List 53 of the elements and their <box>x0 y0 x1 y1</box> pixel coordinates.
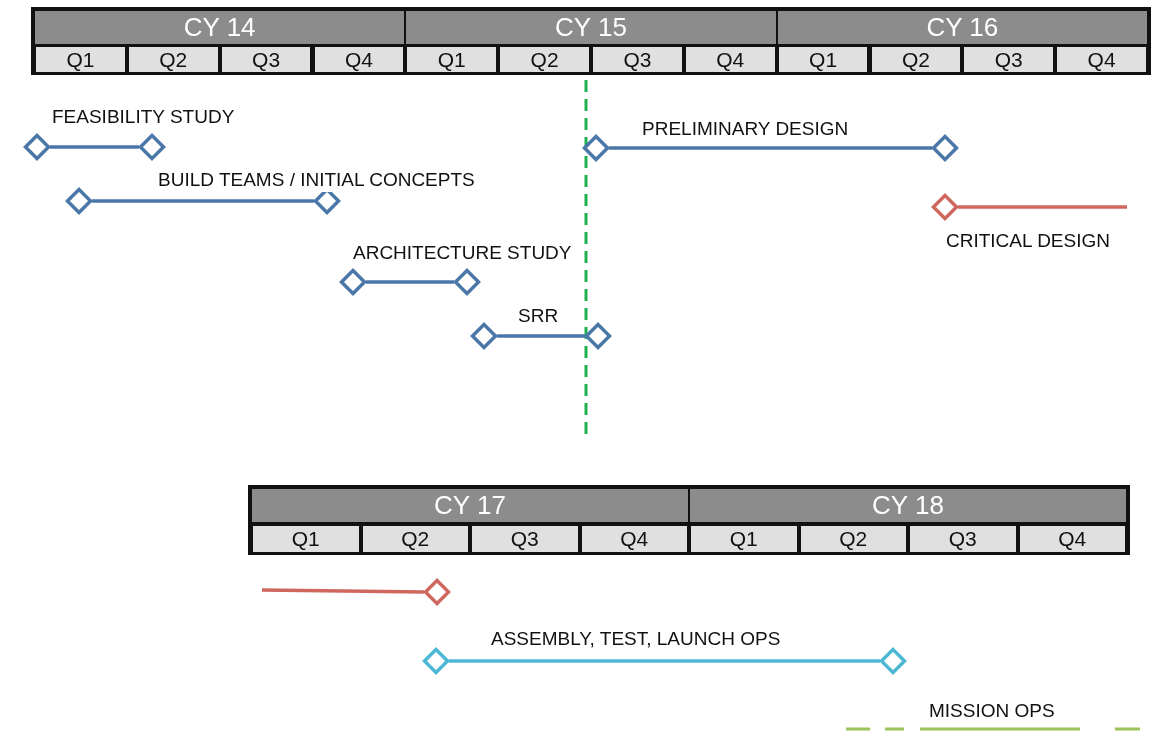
phase-label: MISSION OPS <box>929 699 1055 723</box>
phase-label: ARCHITECTURE STUDY <box>352 241 573 265</box>
phase-label: CRITICAL DESIGN <box>945 229 1111 253</box>
phase-label: ASSEMBLY, TEST, LAUNCH OPS <box>490 627 782 651</box>
milestone-diamond <box>66 188 92 214</box>
milestone-diamond <box>424 579 450 605</box>
milestone-diamond <box>340 269 366 295</box>
milestone-diamond <box>932 194 958 220</box>
timeline-bar <box>261 588 425 594</box>
timeline-bar <box>449 659 880 663</box>
milestone-diamond <box>932 135 958 161</box>
year-header: CY 15 <box>406 11 776 44</box>
timeline-bar <box>958 205 1127 209</box>
timeline-bar <box>50 145 139 149</box>
quarter-header: Q3 <box>221 47 311 72</box>
quarter-header: Q2 <box>128 47 218 72</box>
quarter-header: Q2 <box>500 47 589 72</box>
quarter-header: Q4 <box>1019 526 1125 552</box>
phase-label: PRELIMINARY DESIGN <box>641 117 850 141</box>
milestone-diamond <box>585 323 611 349</box>
timeline-bar <box>497 334 585 338</box>
quarter-header: Q3 <box>472 526 578 552</box>
quarter-header: Q4 <box>685 47 775 72</box>
timeline-bar <box>366 280 454 284</box>
phase-label: SRR <box>517 304 560 328</box>
year-header: CY 17 <box>252 489 688 522</box>
milestone-diamond <box>880 648 906 674</box>
quarter-header: Q1 <box>778 47 868 72</box>
quarter-header: Q3 <box>593 47 682 72</box>
quarter-header: Q2 <box>362 526 468 552</box>
quarter-header: Q2 <box>871 47 961 72</box>
quarter-header: Q4 <box>1057 47 1146 72</box>
milestone-diamond <box>454 269 480 295</box>
milestone-diamond <box>471 323 497 349</box>
quarter-header: Q1 <box>36 47 125 72</box>
milestone-diamond <box>139 134 165 160</box>
quarter-header: Q1 <box>691 526 797 552</box>
timeline-bar <box>92 199 314 203</box>
quarter-header: Q3 <box>964 47 1054 72</box>
phase-label: FEASIBILITY STUDY <box>51 105 236 129</box>
year-header: CY 18 <box>690 489 1126 522</box>
year-header: CY 16 <box>777 11 1147 44</box>
quarter-header: Q4 <box>314 47 404 72</box>
milestone-diamond <box>24 134 50 160</box>
quarter-header: Q3 <box>910 526 1016 552</box>
milestone-diamond <box>423 648 449 674</box>
quarter-header: Q1 <box>407 47 497 72</box>
milestone-diamond <box>583 135 609 161</box>
year-header: CY 14 <box>35 11 405 44</box>
timeline-bar <box>609 146 932 150</box>
quarter-header: Q1 <box>253 526 359 552</box>
quarter-header: Q2 <box>800 526 906 552</box>
quarter-header: Q4 <box>581 526 687 552</box>
